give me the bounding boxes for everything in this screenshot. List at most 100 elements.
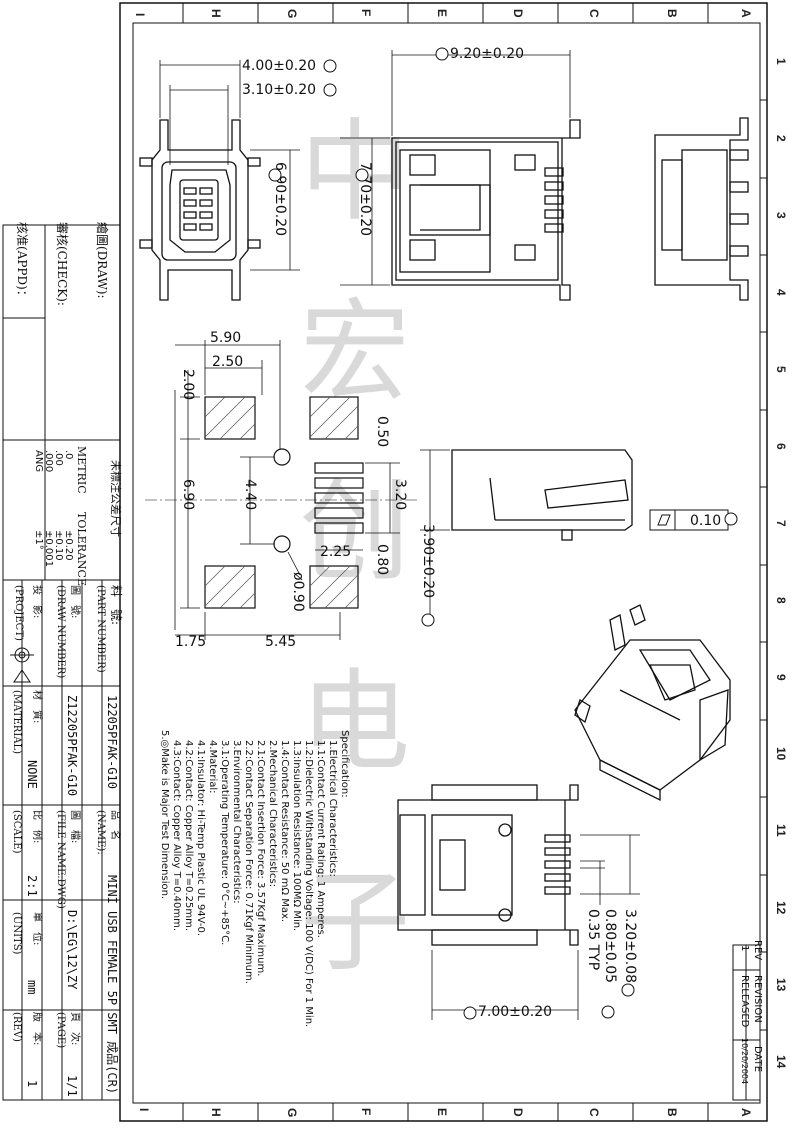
front-view <box>139 60 300 301</box>
dim-3-20-b: 3.20±0.08 <box>622 909 638 983</box>
tb-draw: 繪圖(DRAW): <box>95 222 110 299</box>
tb-tol-v1: ±0.20 <box>63 530 74 561</box>
zone-top-a: A <box>739 9 753 18</box>
bottom-view <box>397 784 640 1020</box>
top-view <box>340 50 581 301</box>
rev-status: RELEASED <box>739 975 750 1028</box>
dim-0-50: 0.50 <box>374 416 390 447</box>
dim-2-25: 2.25 <box>320 544 351 560</box>
dim-2-00: 2.00 <box>180 369 196 400</box>
watermark-char-5: 子 <box>300 858 410 986</box>
zone-top-b: B <box>665 9 679 18</box>
spec-line-3: 1.2:Dielectric Withstanding Voltage: 100… <box>303 740 314 1027</box>
zone-top-g: G <box>285 9 299 18</box>
rev-header-revision: REVISION <box>752 975 763 1023</box>
zone-bottom-h: H <box>209 1108 223 1117</box>
tb-file-sub: (FILE NAME.DWG) <box>55 810 66 909</box>
tb-file-label: 圖 檔: <box>69 810 82 843</box>
dim-5-45: 5.45 <box>265 634 296 650</box>
spec-line-10: 3.1:Operating Temperature: 0°C~+85°C. <box>219 740 230 945</box>
zone-top-i: I <box>133 13 147 16</box>
tb-scale: 2:1 <box>25 875 39 897</box>
tb-metric: METRIC <box>75 446 88 494</box>
zone-bottom-f: F <box>359 1108 373 1115</box>
spec-line-15: 5.◎Make is Major Test Dimension. <box>159 730 170 899</box>
rev-header-date: DATE <box>752 1046 763 1072</box>
zone-right-12: 12 <box>774 901 788 915</box>
tb-page-label: 頁 次: <box>69 1012 82 1045</box>
zone-ticks <box>182 3 767 1121</box>
tb-tol-title: 未標注公差尺寸 <box>109 460 123 537</box>
tb-name: MINI USB FEMALE 5P SMT 成品(CR) <box>105 875 119 1094</box>
watermark-char-3: 创 <box>300 468 410 596</box>
tb-tol-k1: .0 <box>63 450 74 460</box>
dim-0-80: 0.80 <box>374 544 390 575</box>
dim-3-20: 3.20 <box>392 479 408 510</box>
zone-right-7: 7 <box>774 520 788 527</box>
tb-rev-label: 版 本: <box>31 1012 44 1045</box>
dim-6-90b: 6.90 <box>180 479 196 510</box>
side-profile-view <box>420 449 729 620</box>
tb-rev-sub: (REV) <box>11 1012 22 1042</box>
zone-bottom-a: A <box>739 1108 753 1117</box>
spec-line-12: 4.1:Insulator: Hi-Temp Plastic UL 94V-0. <box>195 740 206 936</box>
spec-line-2: 1.1:Contact Current Rating: 1 Amperes. <box>315 740 326 938</box>
pcb-footprint <box>145 340 420 640</box>
zone-bottom-i: I <box>137 1108 151 1111</box>
watermark-char-2: 宏 <box>300 288 410 416</box>
zone-bottom-c: C <box>587 1108 601 1117</box>
rev-value: 1 <box>739 945 750 951</box>
dim-4-40: 4.40 <box>242 479 258 510</box>
watermark-char-4: 电 <box>300 658 410 786</box>
dim-1-75: 1.75 <box>175 634 206 650</box>
spec-line-6: 2.Mechanical Characteristics: <box>267 740 278 887</box>
zone-right-6: 6 <box>774 443 788 450</box>
zone-right-8: 8 <box>774 597 788 604</box>
dim-0-80-b: 0.80±0.05 <box>602 909 618 983</box>
dim-2-50: 2.50 <box>212 354 243 370</box>
tb-appd: 核准(APPD)： <box>15 222 29 302</box>
spec-line-9: 3.Environmental Characteristics: <box>231 740 242 904</box>
tb-tol-v2: ±0.10 <box>53 530 64 561</box>
dim-4-00: 4.00±0.20 <box>242 58 316 74</box>
zone-top-d: D <box>511 9 525 18</box>
title-block-text: 繪圖(DRAW): 審核(CHECK): 核准(APPD)： 未標注公差尺寸 T… <box>11 222 123 1097</box>
watermark-char-1: 中 <box>300 108 410 236</box>
spec-line-8: 2.2:Contact Separation Force: 0.71Kgf Mi… <box>243 740 254 984</box>
zone-top-e: E <box>435 9 449 17</box>
zone-right-5: 5 <box>774 366 788 373</box>
right-zone-numbers: 1 2 3 4 5 6 7 8 9 10 11 12 13 14 <box>774 58 788 1069</box>
tb-drawing-number: Z12205PFAK-G10 <box>65 695 79 796</box>
flatness-value: 0.10 <box>690 513 721 529</box>
title-block-grid <box>2 224 121 1101</box>
tb-proj-sub: (PROJECT) <box>13 585 24 641</box>
spec-line-5: 1.4:Contact Resistance: 50 mΩ Max. <box>279 740 290 922</box>
tb-scale-label: 比 例: <box>31 810 44 843</box>
tb-name-sub: (NAME): <box>95 810 106 855</box>
zone-right-1: 1 <box>774 58 788 65</box>
tb-tol-v4: ±1° <box>33 530 44 550</box>
dim-7-00: 7.00±0.20 <box>478 1004 552 1020</box>
zone-right-2: 2 <box>774 135 788 142</box>
dim-3-10: 3.10±0.20 <box>242 82 316 98</box>
tb-units-label: 單 位: <box>31 912 44 945</box>
tb-units-sub: (UNITS) <box>11 912 22 955</box>
tb-name-label: 品 名 <box>109 810 122 840</box>
spec-line-7: 2.1:Contact Insertion Force: 3.57Kgf Max… <box>255 740 266 976</box>
spec-line-14: 4.3:Contact: Copper Alloy T=0.40mm. <box>171 740 182 931</box>
zone-right-4: 4 <box>774 289 788 296</box>
tb-mat-sub: (MATERIAL) <box>11 690 22 754</box>
tb-page: 1/1 <box>65 1075 79 1097</box>
zone-top-h: H <box>209 9 223 18</box>
tb-mat-label: 材 質: <box>31 690 44 723</box>
rev-header-rev: REV <box>752 940 763 960</box>
top-zone-letters: I H G F E D C B A <box>133 9 753 18</box>
spec-title: Specification: <box>339 730 350 798</box>
tb-pn-label: 料 號: <box>109 585 123 625</box>
outer-frame <box>119 2 768 1122</box>
tb-dn-label: 圖 號: <box>69 585 82 618</box>
dim-0-90: ø0.90 <box>290 572 306 612</box>
zone-right-10: 10 <box>774 747 788 761</box>
tb-units: mm <box>25 980 39 994</box>
